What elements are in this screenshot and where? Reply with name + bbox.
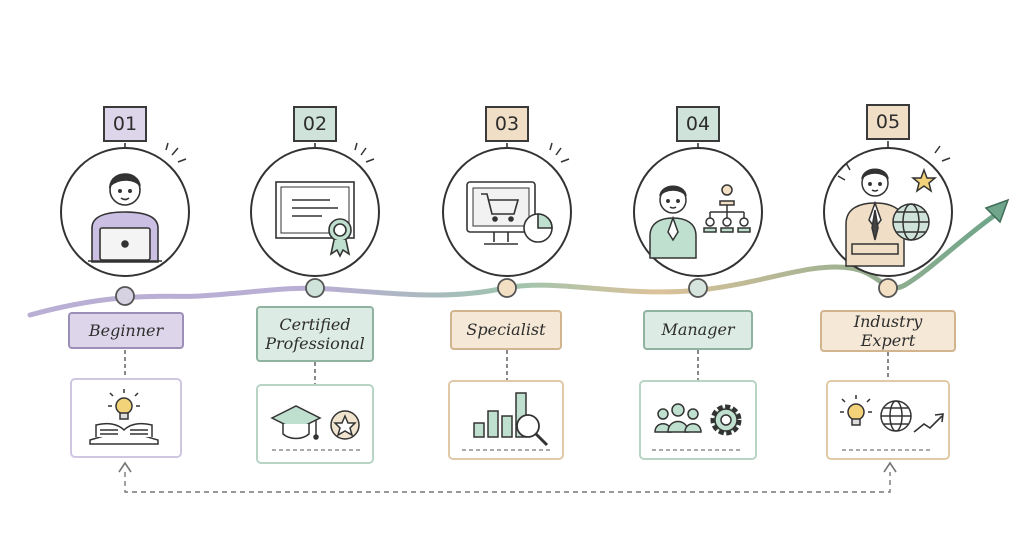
feedback-loop-connector bbox=[124, 472, 891, 493]
globe-icon bbox=[880, 400, 912, 432]
stage-label-industry-expert: Industry Expert bbox=[820, 310, 956, 352]
certificate-icon bbox=[275, 181, 355, 258]
stage-label-text: Certified bbox=[279, 314, 351, 334]
stage-label-manager: Manager bbox=[643, 310, 753, 350]
stage-label-text: Beginner bbox=[88, 320, 164, 340]
magnifier-icon bbox=[516, 414, 549, 447]
stage-04 bbox=[633, 143, 763, 451]
bar-chart-icon bbox=[473, 392, 527, 438]
open-book-icon bbox=[89, 422, 159, 445]
star-badge-icon bbox=[330, 410, 360, 440]
stage-label-beginner: Beginner bbox=[68, 312, 184, 349]
expert-globe-icon bbox=[845, 167, 938, 267]
stage-03 bbox=[442, 142, 572, 451]
loop-arrow-left-icon bbox=[118, 461, 132, 473]
stage-label-certified-professional: Certified Professional bbox=[256, 306, 374, 362]
stage-number-01: 01 bbox=[103, 106, 147, 142]
skill-card-02 bbox=[256, 384, 374, 464]
stage-label-text: Specialist bbox=[466, 320, 546, 340]
milestone-node bbox=[688, 278, 708, 298]
milestone-node bbox=[305, 278, 325, 298]
trend-arrow-icon bbox=[913, 413, 944, 433]
stage-number-04: 04 bbox=[676, 106, 720, 142]
stage-label-text: Professional bbox=[265, 334, 365, 353]
stage-number-02: 02 bbox=[293, 106, 337, 142]
stage-label-text: Manager bbox=[661, 320, 735, 340]
monitor-cart-icon bbox=[466, 181, 553, 245]
loop-arrow-right-icon bbox=[883, 461, 897, 473]
milestone-node bbox=[878, 278, 898, 298]
stage-label-specialist: Specialist bbox=[450, 310, 562, 350]
graduation-cap-icon bbox=[270, 405, 322, 440]
manager-org-chart-icon bbox=[649, 184, 751, 259]
growth-arrowhead bbox=[984, 198, 1010, 224]
stage-01 bbox=[60, 142, 190, 445]
team-icon bbox=[654, 403, 702, 433]
stage-02 bbox=[250, 142, 380, 451]
milestone-node bbox=[115, 286, 135, 306]
stage-05 bbox=[823, 141, 953, 451]
milestone-node bbox=[497, 278, 517, 298]
laptop-person-icon bbox=[88, 173, 162, 263]
lightbulb-icon bbox=[108, 389, 140, 420]
gear-icon bbox=[710, 404, 742, 436]
stage-number-03: 03 bbox=[485, 106, 529, 142]
stage-number-05: 05 bbox=[866, 104, 910, 140]
stage-label-text: Industry Expert bbox=[853, 311, 923, 350]
lightbulb-icon bbox=[840, 395, 872, 426]
